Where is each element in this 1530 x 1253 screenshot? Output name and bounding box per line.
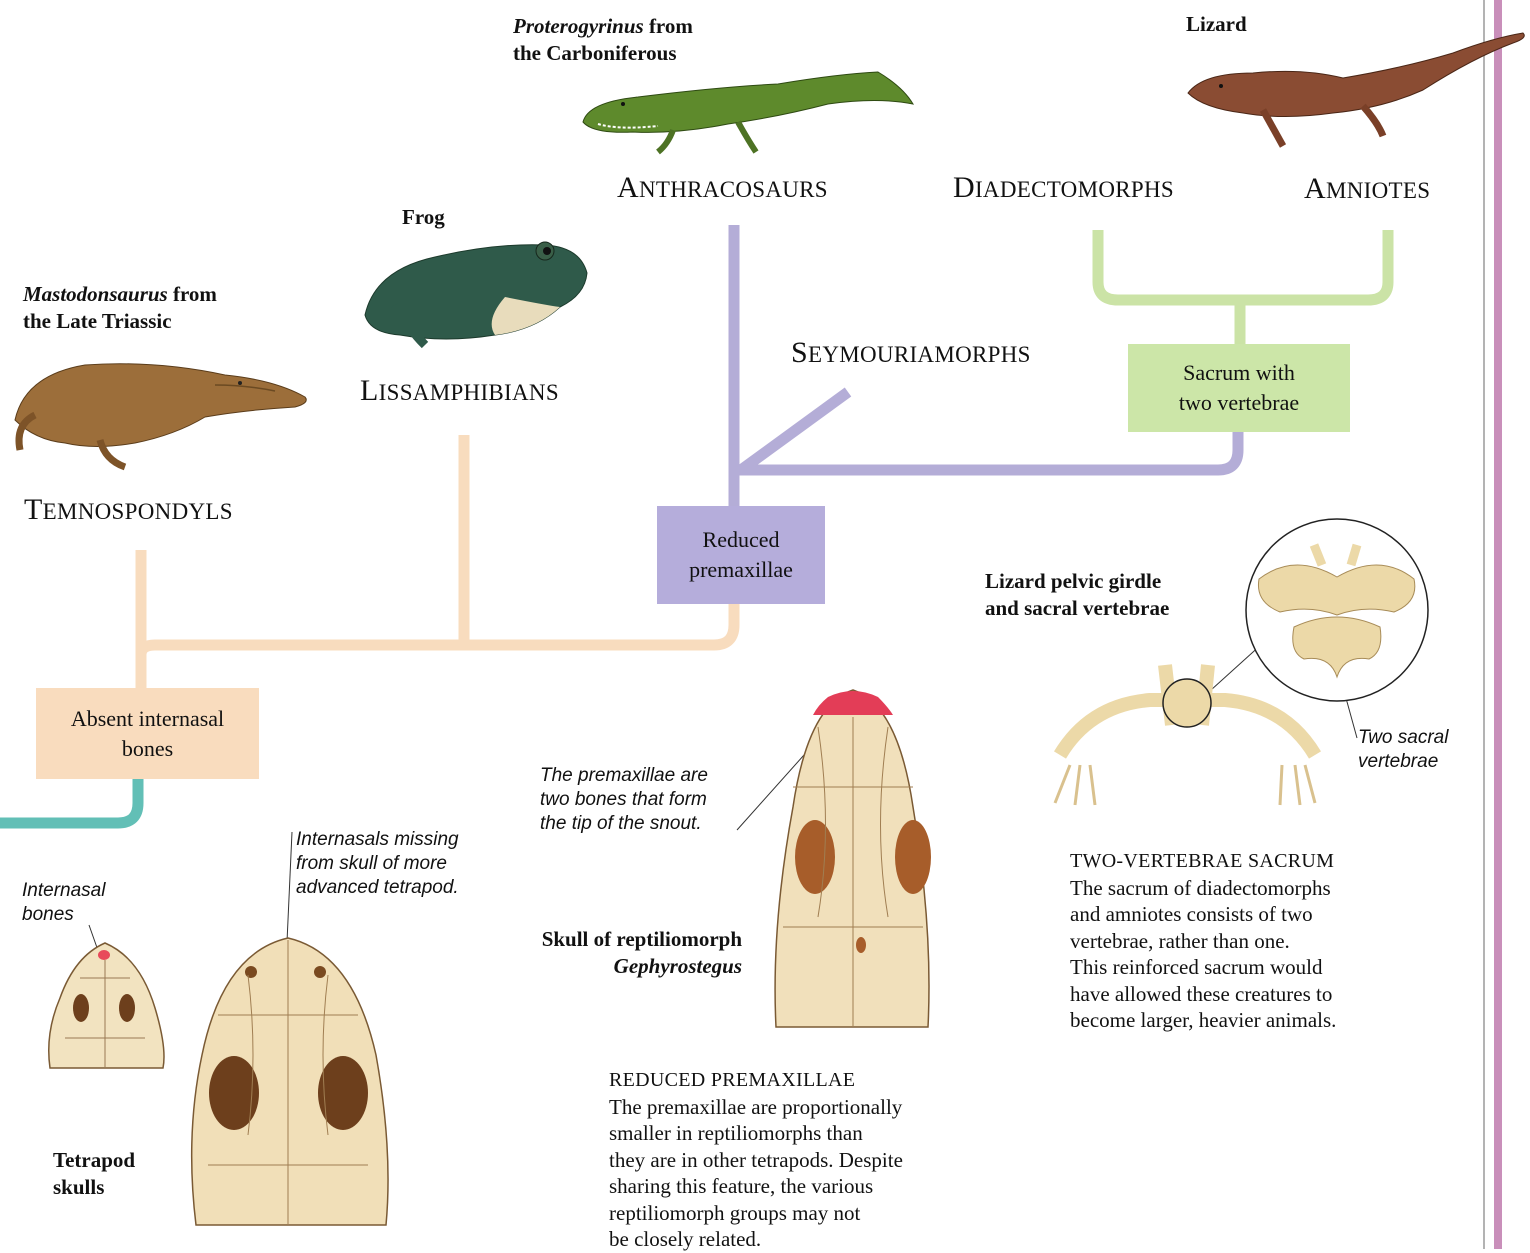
sacrum-body-line: This reinforced sacrum would [1070, 954, 1336, 981]
note-missing-line2: from skull of more [296, 853, 447, 874]
note-missing-line1: Internasals missing [296, 829, 459, 850]
mastodonsaurus-from: from [168, 282, 217, 306]
trait-box-sacrum: Sacrum with two vertebrae [1128, 344, 1350, 432]
lizard-pelvic-line1: Lizard pelvic girdle [985, 569, 1161, 593]
proterogyrinus-from: from [644, 14, 693, 38]
trait-sacrum-line1: Sacrum with [1183, 360, 1295, 385]
mastodonsaurus-name: Mastodonsaurus [23, 282, 168, 306]
sacrum-body-line: have allowed these creatures to [1070, 981, 1336, 1008]
premaxillae-body-line: they are in other tetrapods. Despite [609, 1147, 903, 1174]
reptiliomorph-skull-illustration [773, 687, 933, 1032]
premaxillae-body-line: The premaxillae are proportionally [609, 1094, 903, 1121]
clade-seymouriamorphs: SEYMOURIAMORPHS [791, 336, 1031, 370]
mastodonsaurus-period: the Late Triassic [23, 309, 172, 333]
clade-anthracosaurs-rest: NTHRACOSAURS [639, 177, 828, 202]
reptiliomorph-genus: Gephyrostegus [614, 954, 742, 978]
note-premaxillae-tip: The premaxillae are two bones that form … [540, 764, 708, 836]
frog-illustration [355, 235, 595, 355]
sacrum-description: TWO-VERTEBRAE SACRUM The sacrum of diade… [1070, 848, 1336, 1034]
clade-temnospondyls-rest: EMNOSPONDYLS [43, 499, 233, 524]
mastodonsaurus-caption: Mastodonsaurus from the Late Triassic [23, 281, 217, 335]
clade-amniotes-rest: MNIOTES [1326, 178, 1430, 203]
note-premax-line1: The premaxillae are [540, 765, 708, 786]
reptiliomorph-line1: Skull of reptiliomorph [542, 927, 742, 951]
clade-seymouriamorphs-rest: EYMOURIAMORPHS [808, 342, 1031, 367]
clade-temnospondyls-cap: T [24, 493, 43, 526]
lizard-pelvic-line2: and sacral vertebrae [985, 596, 1169, 620]
lizard-pelvic-caption: Lizard pelvic girdle and sacral vertebra… [985, 568, 1169, 622]
sacrum-body-line: The sacrum of diadectomorphs [1070, 875, 1336, 902]
trait-box-premaxillae: Reduced premaxillae [657, 506, 825, 604]
note-internasals-missing: Internasals missing from skull of more a… [296, 828, 459, 900]
clade-diadectomorphs-rest: IADECTOMORPHS [975, 177, 1174, 202]
trait-sacrum-line2: two vertebrae [1179, 390, 1299, 415]
note-two-sacral: Two sacral vertebrae [1358, 726, 1448, 774]
leader-internasals-missing [287, 832, 292, 942]
mastodonsaurus-illustration [5, 355, 315, 480]
clade-anthracosaurs-cap: A [617, 171, 639, 204]
clade-amniotes: AMNIOTES [1304, 172, 1430, 206]
note-premax-line2: two bones that form [540, 789, 707, 810]
frog-caption: Frog [402, 204, 445, 231]
proterogyrinus-period: the Carboniferous [513, 41, 677, 65]
premaxillae-description: REDUCED PREMAXILLAE The premaxillae are … [609, 1067, 903, 1253]
note-sacral-line1: Two sacral [1358, 727, 1448, 748]
trait-box-internasal: Absent internasal bones [36, 688, 259, 779]
trait-premaxillae-line1: Reduced [703, 527, 780, 552]
large-skull-illustration [188, 935, 393, 1230]
trait-internasal-line2: bones [122, 736, 173, 761]
note-internasal-bones: Internasal bones [22, 879, 105, 927]
premaxillae-body-line: reptiliomorph groups may not [609, 1200, 903, 1227]
tetrapod-skulls-line1: Tetrapod [53, 1148, 135, 1172]
clade-amniotes-cap: A [1304, 172, 1326, 205]
sacrum-title: TWO-VERTEBRAE SACRUM [1070, 848, 1336, 875]
clade-diadectomorphs-cap: D [953, 171, 975, 204]
note-premax-line3: the tip of the snout. [540, 813, 702, 834]
clade-seymouriamorphs-cap: S [791, 336, 808, 369]
reptiliomorph-caption: Skull of reptiliomorph Gephyrostegus [500, 926, 742, 980]
note-internasal-line1: Internasal [22, 880, 105, 901]
note-sacral-line2: vertebrae [1358, 751, 1438, 772]
right-border-bar [1494, 0, 1502, 1249]
diadectomorph-amniote-fork [1098, 230, 1388, 300]
clade-diadectomorphs: DIADECTOMORPHS [953, 171, 1174, 205]
tetrapod-stem [141, 603, 734, 655]
trait-internasal-line1: Absent internasal [71, 706, 224, 731]
premaxillae-body-line: sharing this feature, the various [609, 1173, 903, 1200]
trait-premaxillae-line2: premaxillae [689, 557, 793, 582]
sacrum-body-line: and amniotes consists of two [1070, 901, 1336, 928]
note-internasal-line2: bones [22, 904, 74, 925]
proterogyrinus-name: Proterogyrinus [513, 14, 644, 38]
tetrapod-skulls-line2: skulls [53, 1175, 104, 1199]
basal-branch [0, 778, 138, 823]
lizard-caption: Lizard [1186, 11, 1247, 38]
tetrapod-skulls-caption: Tetrapod skulls [53, 1147, 135, 1201]
clade-temnospondyls: TEMNOSPONDYLS [24, 493, 233, 527]
clade-lissamphibians-cap: L [360, 374, 379, 407]
small-skull-illustration [45, 938, 170, 1073]
sacrum-body-line: vertebrae, rather than one. [1070, 928, 1336, 955]
proterogyrinus-illustration [578, 62, 918, 157]
seymouriamorphs-branch [741, 392, 848, 470]
clade-anthracosaurs: ANTHRACOSAURS [617, 171, 828, 205]
premaxillae-body-line: smaller in reptiliomorphs than [609, 1120, 903, 1147]
reptiliomorph-stem [734, 432, 1238, 470]
lizard-illustration [1183, 28, 1530, 158]
clade-lissamphibians: LISSAMPHIBIANS [360, 374, 559, 408]
proterogyrinus-caption: Proterogyrinus from the Carboniferous [513, 13, 693, 67]
sacrum-body-line: become larger, heavier animals. [1070, 1007, 1336, 1034]
premaxillae-title: REDUCED PREMAXILLAE [609, 1067, 903, 1094]
note-missing-line3: advanced tetrapod. [296, 877, 459, 898]
clade-lissamphibians-rest: ISSAMPHIBIANS [379, 380, 559, 405]
magnified-sacral-vertebrae [1244, 517, 1430, 703]
